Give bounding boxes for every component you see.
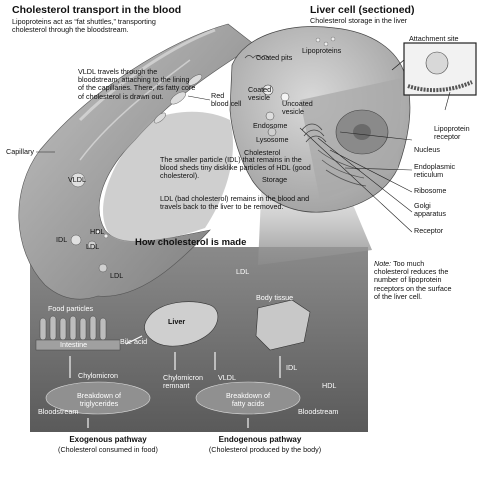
coated-vesicle-label: Coated vesicle <box>248 85 272 103</box>
red-blood-cell-label: Red blood cell <box>211 91 242 109</box>
exogenous-title: Exogenous pathway <box>69 435 147 444</box>
body-tissue-label: Body tissue <box>256 293 294 302</box>
liver-leader-lines <box>299 91 451 233</box>
ldl-label-lower: LDL <box>110 271 124 280</box>
liver-cell-title: Liver cell (sectioned) <box>310 4 415 16</box>
liver-organ <box>144 301 219 347</box>
ldl-particle <box>98 263 108 273</box>
idl-note: The smaller particle (IDL) that remains … <box>160 155 311 181</box>
nucleolus <box>353 124 371 140</box>
endosome-label: Endosome <box>253 121 288 130</box>
cholesterol-label: Cholesterol <box>244 148 281 157</box>
made-ldl-label: LDL <box>236 267 250 276</box>
lipoprotein-dot <box>315 37 321 43</box>
body-tissue-cube <box>255 299 311 351</box>
golgi-lines <box>301 123 327 143</box>
receptor-label: Receptor <box>414 226 444 235</box>
endosome <box>265 111 275 121</box>
red-blood-cell <box>170 91 186 105</box>
red-blood-cell <box>154 112 166 124</box>
food-particles-label: Food particles <box>48 304 94 313</box>
attachment-site-label: Attachment site <box>409 34 459 43</box>
liver-organ-label: Liver <box>168 317 186 326</box>
made-idl-label: IDL <box>286 363 298 372</box>
vldl-note: VLDL travels through the bloodstream, at… <box>78 67 196 101</box>
inset-connector <box>391 59 405 71</box>
lipoprotein-receptor-label: Lipoprotein receptor <box>434 124 470 142</box>
blood-leader-lines <box>36 95 211 153</box>
er-lines <box>317 149 367 187</box>
breakdown-fatty-acids-label: Breakdown of fatty acids <box>226 391 270 409</box>
blood-section-title: Cholesterol transport in the blood <box>12 4 182 16</box>
idl-particle <box>70 234 82 246</box>
intestine-label: Intestine <box>60 340 88 349</box>
breakdown-triglycerides-label: Breakdown of triglycerides <box>77 391 121 409</box>
chylomicron-label: Chylomicron <box>78 371 118 380</box>
lipoprotein-dot <box>323 41 329 47</box>
idl-label: IDL <box>56 235 68 244</box>
blood-intro-text: Lipoproteins act as “fat shuttles,” tran… <box>12 17 156 35</box>
exogenous-subtitle: (Cholesterol consumed in food) <box>58 445 158 454</box>
golgi-label: Golgi apparatus <box>414 201 446 219</box>
note-label: Note: <box>374 259 392 268</box>
er-label: Endoplasmic reticulum <box>414 162 456 180</box>
capillary-label: Capillary <box>6 147 34 156</box>
lysosome <box>267 127 277 137</box>
vessel-lumen <box>103 111 233 243</box>
vldl-label: VLDL <box>68 175 86 184</box>
made-vldl-label: VLDL <box>218 373 236 382</box>
liver-note: Note: Too much cholesterol reduces the n… <box>374 259 456 301</box>
endogenous-subtitle: (Cholesterol produced by the body) <box>208 445 322 454</box>
note-text: Too much cholesterol reduces the number … <box>374 259 452 301</box>
bloodstream-left <box>45 381 151 415</box>
red-blood-cell <box>187 74 203 86</box>
liver-cell-subtitle: Cholesterol storage in the liver <box>310 16 408 25</box>
ldl-label: LDL <box>86 242 100 251</box>
bloodstream-left-label: Bloodstream <box>38 407 79 416</box>
hdl-particle <box>95 229 101 235</box>
made-section-title: How cholesterol is made <box>135 237 247 248</box>
ldl-note: LDL (bad cholesterol) remains in the blo… <box>160 194 310 212</box>
intestine-villi <box>35 315 121 351</box>
made-hdl-label: HDL <box>322 381 337 390</box>
ldl-particle <box>87 240 97 250</box>
lipoprotein-in-inset <box>425 51 449 75</box>
receptor-in-inset <box>407 80 473 93</box>
bile-acid-label: Bile acid <box>120 337 148 346</box>
hdl-particle <box>103 233 109 239</box>
lipoprotein-dot <box>330 36 336 42</box>
coated-vesicle <box>262 84 274 96</box>
vessel-inner-stripe <box>79 59 191 161</box>
bloodstream-right-label: Bloodstream <box>298 407 339 416</box>
endogenous-title: Endogenous pathway <box>218 435 302 444</box>
chylomicron-remnant-label: Chylomicron remnant <box>163 373 203 391</box>
lipoproteins-label: Lipoproteins <box>302 46 342 55</box>
uncoated-vesicle <box>280 92 290 102</box>
pathway-arrows <box>69 335 281 428</box>
uncoated-vesicle-label: Uncoated vesicle <box>282 99 313 117</box>
lysosome-label: Lysosome <box>256 135 289 144</box>
vessel-highlight <box>78 28 216 122</box>
hdl-label: HDL <box>90 227 105 236</box>
coated-pits <box>244 55 270 59</box>
storage-label: Storage <box>262 175 288 184</box>
ribosome-label: Ribosome <box>414 186 447 195</box>
nucleus-label: Nucleus <box>414 145 440 154</box>
bloodstream-right <box>195 381 301 415</box>
vldl-particle <box>70 172 86 188</box>
coated-pits-label: Coated pits <box>256 53 293 62</box>
